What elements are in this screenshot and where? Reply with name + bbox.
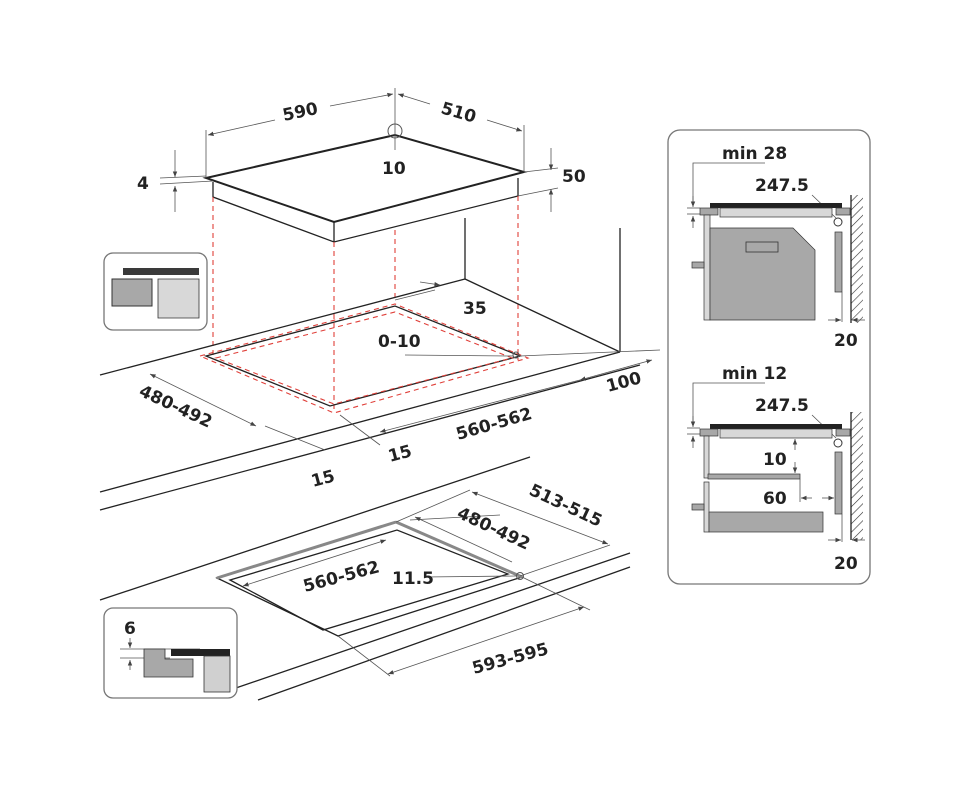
drawer-shelf	[707, 473, 801, 480]
dim-rebate-depth: 6	[124, 619, 136, 639]
oven-wall-gap: 20	[834, 331, 858, 351]
dim-rear-clearance: 35	[463, 299, 487, 319]
dim-outer-depth: 513-515	[526, 480, 605, 531]
dim-hob-width: 590	[281, 99, 320, 126]
dim-cutout-width: 560-562	[454, 404, 535, 445]
drawer-body	[708, 511, 824, 533]
dim-cutout-corner: 0-10	[378, 332, 421, 352]
dim-glass-thickness: 4	[137, 174, 149, 194]
dim-hob-depth: 510	[439, 99, 479, 128]
drawer-radius: 247.5	[755, 396, 809, 416]
drawer-shelf-gap: 10	[763, 450, 787, 470]
dim-corner-radius: 10	[382, 159, 406, 179]
dim-hob-height: 50	[562, 167, 586, 187]
hob-glass-top	[202, 133, 528, 224]
hob-3d-view: 590 510 10 4 50	[137, 88, 586, 410]
dim-outer-width: 593-595	[470, 639, 551, 679]
corner-radius-marker	[387, 123, 403, 139]
inset-standard-mount	[103, 252, 208, 331]
dim-flush-corner: 11.5	[392, 569, 434, 589]
oven-body	[709, 227, 816, 321]
oven-radius: 247.5	[755, 176, 809, 196]
section-over-drawer: min 12 247.5 10 60	[687, 364, 865, 574]
inset-flush-mount: 6	[103, 607, 238, 699]
oven-min-clearance: min 28	[722, 144, 787, 164]
side-section-panel: min 28 247.5 20 min	[667, 129, 871, 585]
dim-side-clearance-b: 15	[309, 466, 337, 491]
drawer-shelf-setback: 60	[763, 489, 787, 509]
dim-cutout-depth: 480-492	[136, 381, 215, 432]
section-over-oven: min 28 247.5 20	[687, 144, 865, 351]
drawer-min-clearance: min 12	[722, 364, 787, 384]
drawer-wall-gap: 20	[834, 554, 858, 574]
dim-side-clearance-a: 15	[386, 441, 414, 466]
